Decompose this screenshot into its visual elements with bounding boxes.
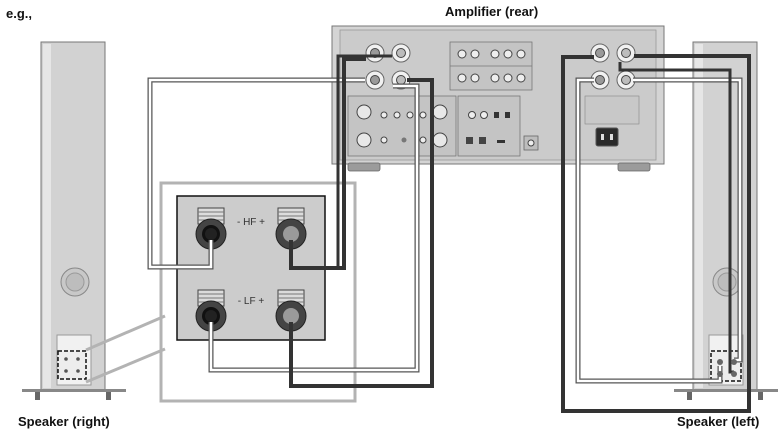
hf-positive-terminal: [275, 207, 307, 250]
cable-lf-negative: [208, 83, 420, 373]
example-label: e.g.,: [6, 6, 33, 21]
hf-negative-terminal: [195, 207, 227, 250]
lf-label: - LF +: [238, 296, 265, 307]
amp-digital-panel: [457, 95, 521, 157]
amplifier-label: Amplifier (rear): [445, 4, 539, 19]
callout-outline: [85, 181, 357, 403]
amp-xlr-panel: [347, 95, 457, 157]
cable-hf-negative: [147, 77, 365, 270]
lf-positive-terminal: [275, 289, 307, 332]
amplifier: [331, 25, 665, 172]
amp-input-panel: [449, 41, 533, 91]
cable-hf-positive: [289, 57, 366, 270]
hf-label: - HF +: [237, 217, 265, 228]
cable-lf-positive: [289, 78, 434, 388]
amp-terminals-right-channel: [365, 43, 411, 90]
speaker-right-label: Speaker (right): [18, 414, 110, 429]
lf-negative-terminal: [195, 289, 227, 332]
cable-left-dark-inner: [618, 62, 734, 374]
cable-left-white-inner: [633, 77, 743, 363]
cable-hf-positive-b: [336, 54, 392, 268]
speaker-left-label: Speaker (left): [677, 414, 760, 429]
speaker-right: [22, 41, 126, 400]
amp-terminals-left-channel: [590, 43, 636, 90]
cable-left-dark-outer: [561, 54, 751, 413]
power-inlet-icon: [595, 127, 619, 147]
speaker-left: [674, 41, 778, 400]
